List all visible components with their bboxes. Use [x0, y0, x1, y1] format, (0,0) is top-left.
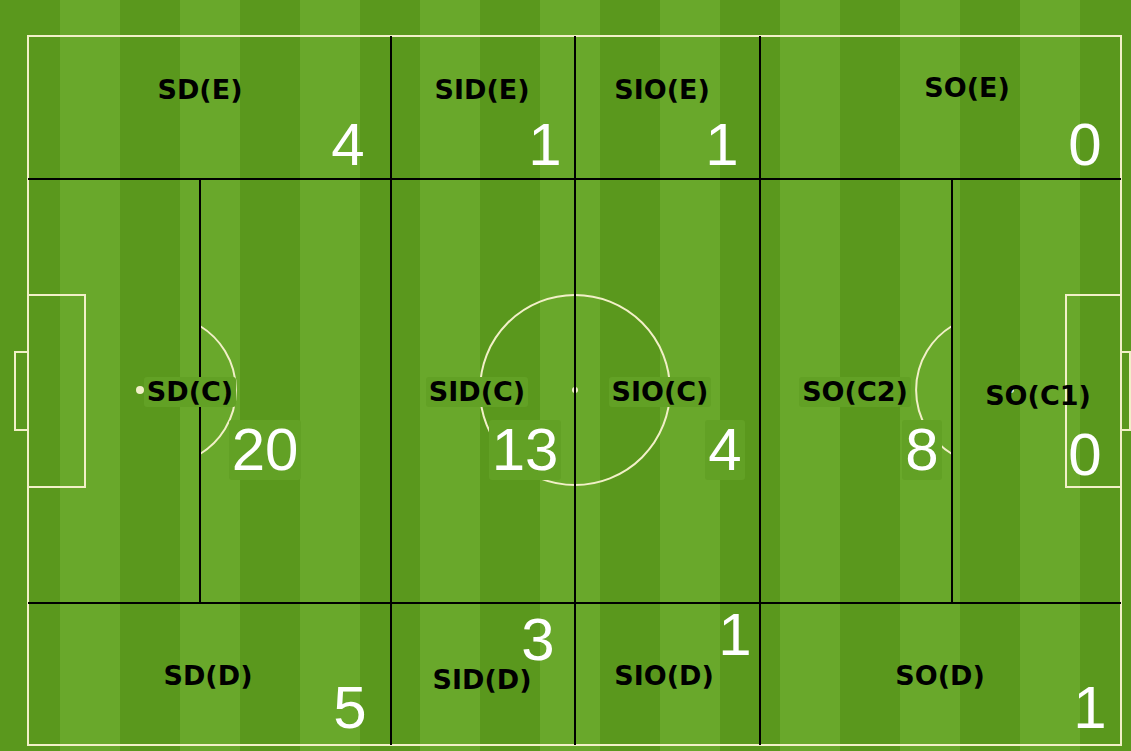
zone-name: SID(D)	[430, 665, 535, 695]
pitch-zone: SID(D)3	[391, 603, 575, 745]
pitch-zone: SIO(C) 4	[575, 179, 760, 603]
pitch-zone: SD(C) 20	[28, 179, 391, 603]
zone-count: 4	[705, 420, 744, 480]
pitch-zone: SD(D) 5	[28, 603, 391, 745]
zone-count: 20	[229, 420, 302, 480]
zone-count: 0	[1065, 425, 1104, 485]
zone-count: 0	[1065, 115, 1104, 175]
zone-count: 5	[330, 678, 369, 738]
zone-count: 1	[525, 115, 564, 175]
zone-name: SO(E)	[921, 73, 1013, 103]
pitch-zone: SO(C1) 0	[952, 179, 1121, 603]
pitch-markings	[15, 36, 1130, 745]
zone-name: SIO(D)	[611, 661, 717, 691]
zone-lines	[28, 36, 1121, 745]
zone-name: SO(C2)	[799, 377, 911, 407]
pitch-zone: SO(E) 0	[760, 36, 1121, 179]
zone-count: 13	[489, 420, 562, 480]
pitch-zone: SO(C2) 8	[760, 179, 952, 603]
pitch-zone: SIO(E) 1	[575, 36, 760, 179]
pitch-zone: SID(E) 1	[391, 36, 575, 179]
pitch-zone: SO(D) 1	[760, 603, 1121, 745]
zone-count: 4	[328, 115, 367, 175]
zone-name: SO(C1)	[982, 381, 1094, 411]
zone-count: 1	[1070, 678, 1109, 738]
zone-name: SIO(C)	[609, 377, 712, 407]
zone-count: 1	[715, 605, 754, 665]
zone-name: SO(D)	[892, 661, 988, 691]
pitch-zone: SID(C) 13	[391, 179, 575, 603]
pitch-zone: SD(E) 4	[28, 36, 391, 179]
zone-name: SIO(E)	[611, 75, 713, 105]
zone-count: 8	[902, 420, 941, 480]
zone-count: 3	[518, 610, 557, 670]
pitch-zone: SIO(D)1	[575, 603, 760, 745]
zone-name: SD(C)	[144, 377, 236, 407]
zone-name: SD(E)	[155, 75, 246, 105]
zone-name: SID(E)	[431, 75, 532, 105]
zone-name: SD(D)	[161, 661, 256, 691]
zone-name: SID(C)	[426, 377, 528, 407]
zone-count: 1	[702, 115, 741, 175]
